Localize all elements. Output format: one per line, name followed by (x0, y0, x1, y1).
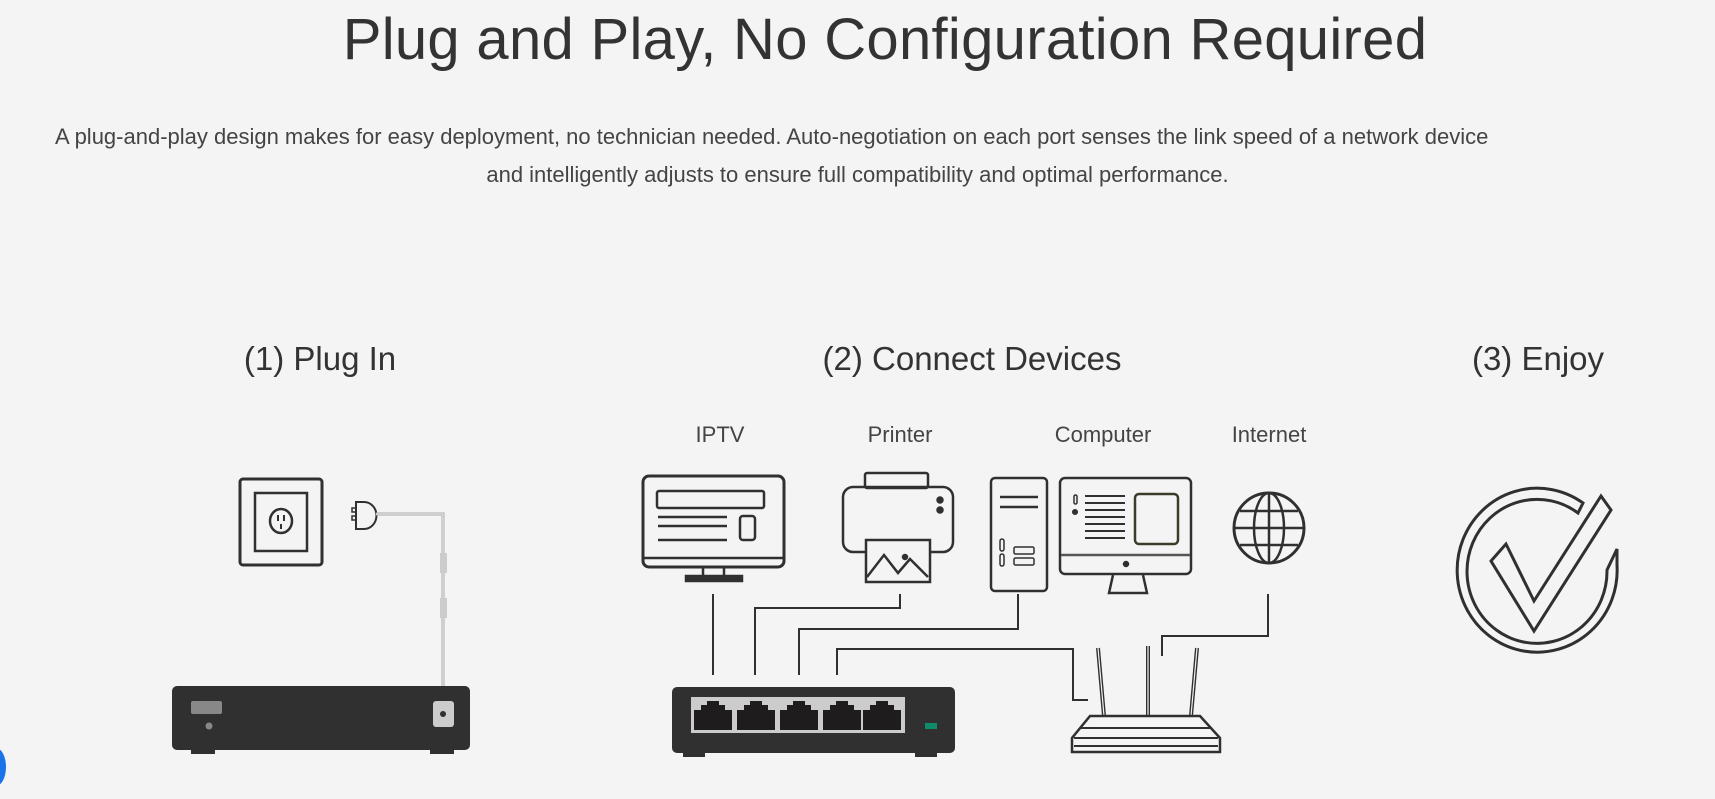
five-port-switch-icon (672, 687, 955, 757)
device-label-computer: Computer (1054, 422, 1152, 447)
device-label-internet: Internet (1231, 422, 1307, 447)
step-enjoy-heading: (3) Enjoy (1471, 340, 1605, 377)
power-plug-icon (351, 501, 447, 686)
globe-icon (1232, 491, 1306, 565)
switch-device-icon (172, 686, 470, 754)
network-cables (712, 594, 1269, 701)
device-label-printer: Printer (867, 422, 933, 447)
description-line-1: A plug-and-play design makes for easy de… (55, 124, 1489, 149)
description-line-2: and intelligently adjusts to ensure full… (486, 162, 1229, 187)
printer-icon (841, 471, 955, 584)
device-label-iptv: IPTV (695, 422, 745, 447)
step-connect-devices-heading: (2) Connect Devices (822, 340, 1122, 377)
floating-chat-button[interactable] (0, 748, 6, 786)
page-title: Plug and Play, No Configuration Required (342, 7, 1428, 72)
power-outlet-icon (238, 477, 324, 567)
checkmark-circle-icon (1455, 486, 1619, 654)
tv-icon (641, 474, 786, 583)
router-icon (1070, 646, 1222, 754)
computer-icon (989, 476, 1193, 595)
step-plug-in-heading: (1) Plug In (243, 340, 397, 377)
description: A plug-and-play design makes for easy de… (55, 118, 1715, 194)
